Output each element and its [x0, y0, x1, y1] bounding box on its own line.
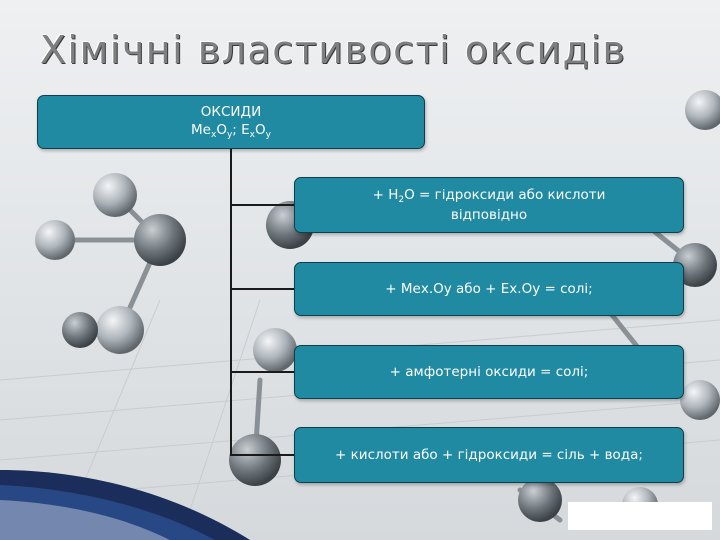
reaction-acids-bases-node: + кислоти або + гідроксиди = сіль + вода…: [294, 427, 684, 483]
reaction-water-node: + H2O = гідроксиди або кислоти відповідн…: [294, 177, 684, 233]
connector-branch-3: [230, 371, 294, 373]
oxides-label: ОКСИДИ: [200, 103, 262, 120]
oxides-formula: MexOy; ExOy: [191, 122, 271, 141]
reaction-oxides-node: + Мех.Оу або + Ех.Оу = солі;: [294, 262, 684, 316]
reaction-amphoteric-node: + амфотерні оксиди = солі;: [294, 345, 684, 399]
connector-branch-2: [230, 288, 294, 290]
white-patch: [568, 502, 712, 530]
slide-title: Хімічні властивості оксидів: [40, 28, 627, 72]
connector-trunk: [230, 149, 232, 455]
connector-branch-4: [230, 454, 294, 456]
connector-branch-1: [230, 204, 294, 206]
oxides-root-node: ОКСИДИ MexOy; ExOy: [37, 95, 425, 149]
